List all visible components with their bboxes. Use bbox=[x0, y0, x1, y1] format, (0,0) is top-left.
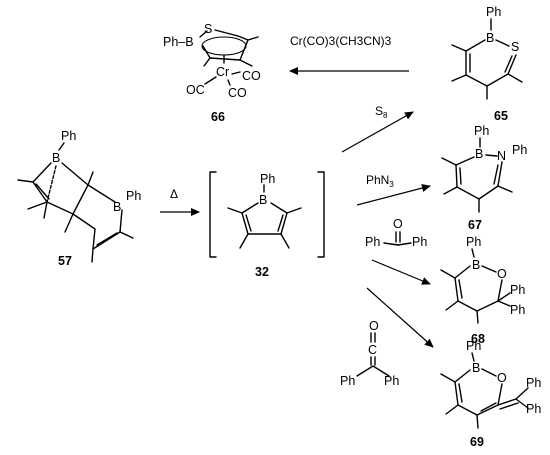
atom-ph-57b: Ph bbox=[126, 189, 141, 203]
reagent-heat: Δ bbox=[170, 187, 178, 201]
atom-c-ketene: C bbox=[368, 343, 377, 357]
atom-ph-69c: Ph bbox=[526, 402, 541, 416]
compound-label-67: 67 bbox=[468, 218, 482, 232]
atom-o-benzophenone: O bbox=[393, 217, 403, 231]
compound-label-32: 32 bbox=[255, 265, 269, 279]
arrow-32-to-68 bbox=[371, 259, 431, 285]
atom-s-65: S bbox=[511, 40, 519, 54]
atom-ph-68c: Ph bbox=[510, 303, 525, 317]
reagent-s8: S8 bbox=[375, 104, 388, 120]
arrow-32-to-65 bbox=[341, 111, 414, 153]
atom-phb-66: Ph–B bbox=[163, 35, 194, 49]
compound-label-69: 69 bbox=[470, 435, 484, 449]
atom-ph-32: Ph bbox=[260, 172, 275, 186]
atom-o-68: O bbox=[497, 267, 507, 281]
atom-b-32: B bbox=[259, 193, 267, 207]
pi-ring-66 bbox=[201, 36, 247, 56]
arrow-32-to-69 bbox=[366, 287, 434, 348]
atom-cr-66: Cr bbox=[216, 65, 229, 79]
atom-ph-69b: Ph bbox=[526, 376, 541, 390]
atom-b-57a: B bbox=[52, 151, 60, 165]
atom-ph-57a: Ph bbox=[61, 129, 76, 143]
atom-oc-66: OC bbox=[186, 83, 205, 97]
atom-b-65: B bbox=[486, 31, 494, 45]
atom-ph-68b: Ph bbox=[510, 283, 525, 297]
compound-67-structure: Ph B N Ph 67 bbox=[441, 124, 527, 232]
atom-ph-bp2: Ph bbox=[412, 235, 427, 249]
compound-65-structure: Ph B S 65 bbox=[451, 5, 523, 123]
atom-ph-65: Ph bbox=[486, 5, 501, 19]
atom-b-68: B bbox=[472, 258, 480, 272]
compound-label-57: 57 bbox=[58, 254, 72, 268]
compound-57-structure: Ph B B Ph 57 bbox=[17, 129, 141, 268]
reagent-cr-complex: Cr(CO)3(CH3CN)3 bbox=[290, 34, 392, 48]
atom-s-66: S bbox=[204, 22, 212, 36]
atom-n-67: N bbox=[497, 149, 506, 163]
reagent-diphenylketene: O C Ph Ph bbox=[340, 319, 399, 388]
atom-b-69: B bbox=[472, 361, 480, 375]
reagent-phn3: PhN3 bbox=[366, 173, 394, 189]
atom-ph-bp1: Ph bbox=[365, 235, 380, 249]
compound-label-65: 65 bbox=[494, 109, 508, 123]
compound-68-structure: Ph B O Ph Ph 68 bbox=[440, 235, 525, 346]
compound-32-structure: Ph B 32 bbox=[209, 171, 325, 279]
reagent-benzophenone: O Ph Ph bbox=[365, 217, 427, 249]
atom-ph-kt1: Ph bbox=[340, 374, 355, 388]
atom-o-69: O bbox=[497, 371, 507, 385]
compound-66-structure: Ph–B S Cr OC CO CO 66 bbox=[163, 22, 261, 124]
atom-co-66a: CO bbox=[242, 69, 261, 83]
atom-o-ketene: O bbox=[369, 319, 379, 333]
atom-ph-kt2: Ph bbox=[384, 374, 399, 388]
compound-69-structure: Ph B O Ph Ph 69 bbox=[440, 339, 541, 449]
atom-ph-67a: Ph bbox=[474, 124, 489, 138]
atom-ph-68a: Ph bbox=[466, 235, 481, 249]
arrow-32-to-67 bbox=[356, 184, 431, 206]
atom-ph-69: Ph bbox=[466, 339, 481, 353]
compound-label-66: 66 bbox=[211, 110, 225, 124]
compound-label-68: 68 bbox=[471, 332, 485, 346]
atom-ph-67b: Ph bbox=[512, 143, 527, 157]
atom-b-57b: B bbox=[113, 200, 121, 214]
atom-co-66b: CO bbox=[228, 86, 247, 100]
atom-b-67: B bbox=[475, 147, 483, 161]
